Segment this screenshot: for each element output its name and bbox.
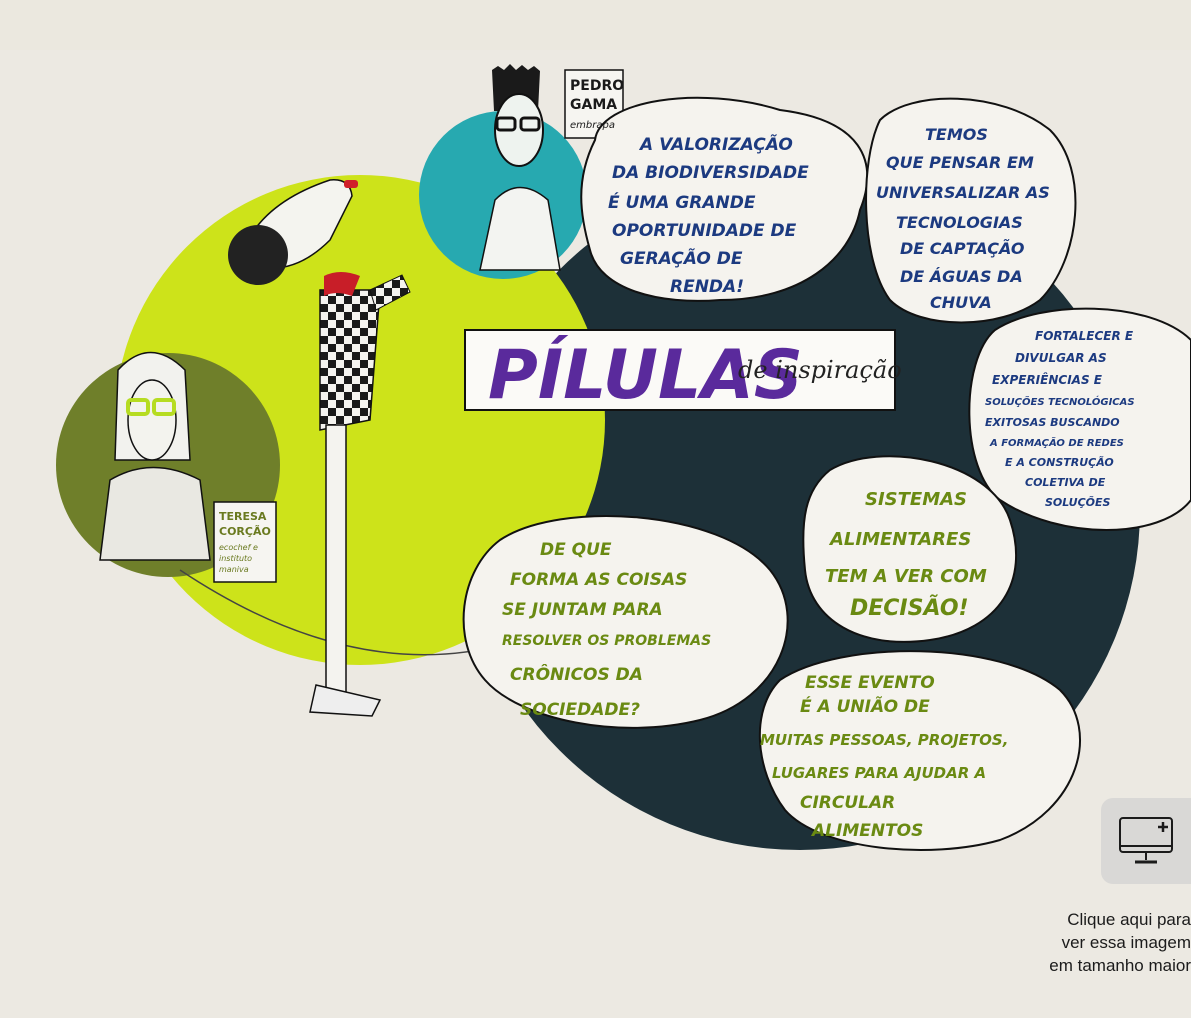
svg-text:RESOLVER OS PROBLEMAS: RESOLVER OS PROBLEMAS — [502, 633, 711, 649]
zoom-caption[interactable]: Clique aqui para ver essa imagem em tama… — [985, 908, 1191, 977]
pedro-quote-text: A VALORIZAÇÃO DA BIODIVERSIDADE É UMA GR… — [608, 132, 809, 297]
title-main: PÍLULAS — [488, 335, 803, 415]
svg-text:EXITOSAS BUSCANDO: EXITOSAS BUSCANDO — [985, 416, 1120, 429]
esse-evento-text: ESSE EVENTO É A UNIÃO DE MUITAS PESSOAS,… — [760, 673, 1008, 841]
svg-text:QUE PENSAR EM: QUE PENSAR EM — [886, 153, 1034, 172]
svg-text:MUITAS PESSOAS, PROJETOS,: MUITAS PESSOAS, PROJETOS, — [760, 731, 1008, 749]
svg-text:DECISÃO!: DECISÃO! — [850, 595, 969, 621]
svg-text:EXPERIÊNCIAS E: EXPERIÊNCIAS E — [992, 372, 1103, 387]
svg-text:SOCIEDADE?: SOCIEDADE? — [520, 700, 640, 720]
svg-text:UNIVERSALIZAR AS: UNIVERSALIZAR AS — [876, 183, 1050, 202]
svg-text:SOLUÇÕES: SOLUÇÕES — [1045, 496, 1111, 509]
svg-text:DA BIODIVERSIDADE: DA BIODIVERSIDADE — [612, 163, 809, 183]
svg-text:PEDRO: PEDRO — [570, 78, 624, 94]
bubble-esse-evento — [758, 650, 1081, 851]
svg-text:embrapa: embrapa — [570, 120, 615, 131]
svg-text:CHUVA: CHUVA — [930, 293, 992, 312]
svg-text:TERESA: TERESA — [219, 510, 267, 523]
bubble-fortalecer — [968, 307, 1191, 531]
svg-text:A FORMAÇÃO DE REDES: A FORMAÇÃO DE REDES — [989, 436, 1124, 449]
svg-text:É UMA GRANDE: É UMA GRANDE — [608, 191, 756, 213]
svg-text:CRÔNICOS DA: CRÔNICOS DA — [510, 663, 643, 685]
bubble-temos — [865, 97, 1077, 324]
fortalecer-text: FORTALECER E DIVULGAR AS EXPERIÊNCIAS E … — [985, 329, 1135, 509]
svg-text:TECNOLOGIAS: TECNOLOGIAS — [896, 213, 1023, 232]
svg-text:ecochef e: ecochef e — [219, 543, 258, 552]
pedro-name-label: PEDRO GAMA embrapa — [570, 78, 624, 131]
svg-text:É A UNIÃO DE: É A UNIÃO DE — [800, 694, 930, 717]
svg-text:instituto: instituto — [219, 554, 252, 563]
sistemas-text: SISTEMAS ALIMENTARES TEM A VER COM DECIS… — [825, 489, 987, 621]
svg-text:CORÇÃO: CORÇÃO — [219, 525, 271, 538]
svg-text:ESSE EVENTO: ESSE EVENTO — [805, 673, 935, 693]
svg-text:SOLUÇÕES TECNOLÓGICAS: SOLUÇÕES TECNOLÓGICAS — [985, 395, 1135, 408]
svg-text:CIRCULAR: CIRCULAR — [800, 793, 895, 813]
svg-text:SE JUNTAM PARA: SE JUNTAM PARA — [502, 600, 663, 620]
svg-text:E A CONSTRUÇÃO: E A CONSTRUÇÃO — [1005, 456, 1114, 469]
bubble-de-que — [462, 515, 789, 729]
svg-text:DE ÁGUAS DA: DE ÁGUAS DA — [900, 267, 1023, 286]
svg-text:TEMOS: TEMOS — [925, 125, 988, 144]
svg-text:RENDA!: RENDA! — [670, 277, 744, 297]
svg-text:FORTALECER E: FORTALECER E — [1035, 329, 1134, 343]
bubble-pedro — [580, 96, 869, 302]
temos-text: TEMOS QUE PENSAR EM UNIVERSALIZAR AS TEC… — [876, 125, 1050, 312]
monitor-plus-icon — [1119, 817, 1173, 864]
svg-text:TEM A VER COM: TEM A VER COM — [825, 566, 987, 587]
de-que-text: DE QUE FORMA AS COISAS SE JUNTAM PARA RE… — [502, 540, 711, 720]
svg-text:maniva: maniva — [219, 565, 249, 574]
svg-text:SISTEMAS: SISTEMAS — [865, 489, 967, 510]
svg-text:FORMA AS COISAS: FORMA AS COISAS — [510, 570, 687, 590]
svg-text:A VALORIZAÇÃO: A VALORIZAÇÃO — [638, 132, 793, 155]
title-sub: de inspiração — [738, 356, 902, 384]
bubble-sistemas — [802, 455, 1018, 643]
svg-text:GAMA: GAMA — [570, 97, 617, 113]
teresa-name-label: TERESA CORÇÃO ecochef e instituto maniva — [219, 510, 271, 574]
svg-text:GERAÇÃO DE: GERAÇÃO DE — [620, 246, 743, 269]
svg-text:DE QUE: DE QUE — [540, 540, 612, 560]
svg-text:ALIMENTARES: ALIMENTARES — [828, 529, 971, 550]
zoom-caption-line: Clique aqui para — [1067, 910, 1191, 929]
svg-text:ALIMENTOS: ALIMENTOS — [810, 821, 923, 841]
zoom-caption-line: ver essa imagem — [1061, 933, 1191, 952]
svg-text:COLETIVA DE: COLETIVA DE — [1025, 476, 1106, 489]
tall-character-drawing — [228, 179, 411, 717]
zoom-caption-line: em tamanho maior — [1049, 956, 1191, 975]
title-banner — [464, 329, 896, 411]
zoom-image-button[interactable] — [1101, 798, 1191, 884]
svg-text:DIVULGAR AS: DIVULGAR AS — [1015, 351, 1107, 365]
top-band — [0, 0, 1191, 50]
svg-text:OPORTUNIDADE DE: OPORTUNIDADE DE — [612, 221, 797, 241]
teresa-corcao-portrait — [99, 351, 277, 583]
svg-text:LUGARES PARA AJUDAR A: LUGARES PARA AJUDAR A — [772, 764, 986, 782]
svg-text:DE CAPTAÇÃO: DE CAPTAÇÃO — [900, 239, 1025, 258]
